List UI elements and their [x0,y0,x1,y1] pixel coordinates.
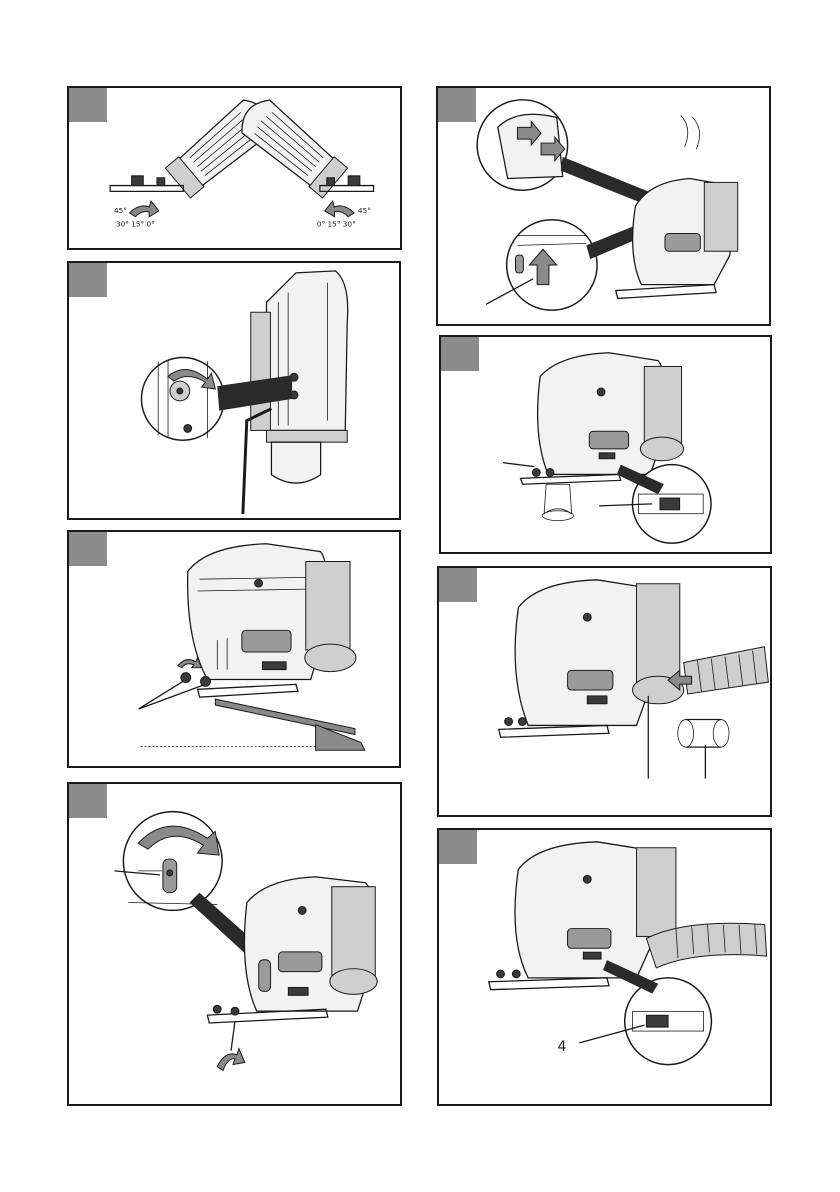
battery-illustration [438,88,769,324]
figure-base-plate-screws [67,530,401,768]
left-angle-45-label: 45° [114,206,127,215]
right-angle-45-label: 45° [358,206,371,215]
figure-battery-insertion [436,86,771,326]
base-plate-illustration [69,532,399,766]
switch-b-illustration: 4 [439,830,770,1104]
hex-key-illustration [69,263,399,518]
callout-number-4: 4 [558,1039,567,1055]
bevel-angle-illustration: 45° 30° 15° 0° 45° 0° 15° 30° [69,88,400,248]
figure-dust-extraction [437,566,772,817]
figure-hex-key-adjustment [67,261,401,520]
pendulum-illustration [69,784,400,1104]
figure-switch-position-b: 4 [437,828,772,1106]
figure-switch-position-a [439,335,772,554]
switch-a-illustration [441,337,770,552]
left-angle-scale-label: 30° 15° 0° [116,220,155,229]
figure-pendulum-selector [67,782,402,1106]
dust-extraction-illustration [439,568,770,815]
right-angle-scale-label: 0° 15° 30° [317,220,356,229]
figure-bevel-angle: 45° 30° 15° 0° 45° 0° 15° 30° [67,86,402,250]
